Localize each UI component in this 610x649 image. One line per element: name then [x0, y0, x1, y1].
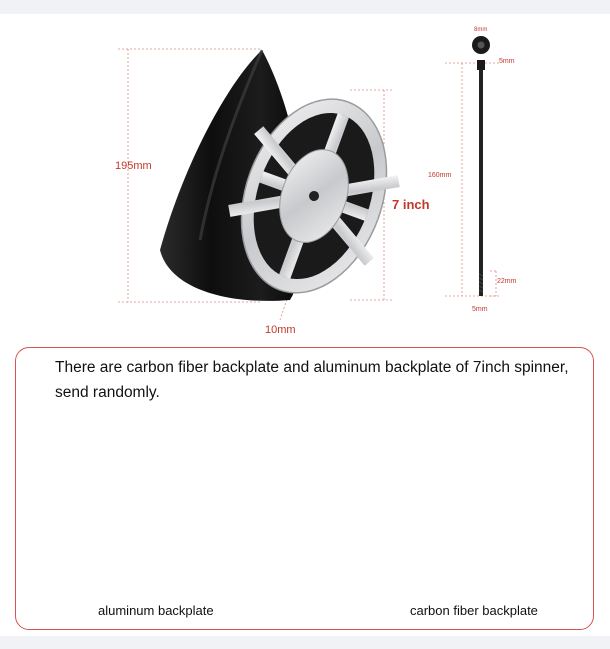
- center-hole-dimension-label: 10mm: [265, 324, 296, 336]
- top-band: [0, 0, 610, 14]
- thread-length-label: 22mm: [497, 278, 517, 285]
- variant-panel: [15, 347, 594, 630]
- caption-aluminum-backplate: aluminum backplate: [98, 603, 214, 618]
- aluminum-backplate-main: [228, 98, 400, 294]
- backplate-notice: There are carbon fiber backplate and alu…: [55, 359, 569, 401]
- bolt-length-label: 160mm: [428, 172, 452, 179]
- bolt-diameter-label: 5mm: [472, 306, 488, 313]
- mounting-bolt: [472, 36, 490, 296]
- bottom-band: [0, 636, 610, 649]
- bolt-head-width-label: 5mm: [499, 58, 515, 65]
- bolt-head-dimension-label: 8mm: [474, 27, 488, 33]
- height-dimension-label: 195mm: [115, 160, 152, 172]
- diameter-dimension-label: 7 inch: [392, 197, 430, 212]
- caption-carbon-backplate: carbon fiber backplate: [410, 603, 538, 618]
